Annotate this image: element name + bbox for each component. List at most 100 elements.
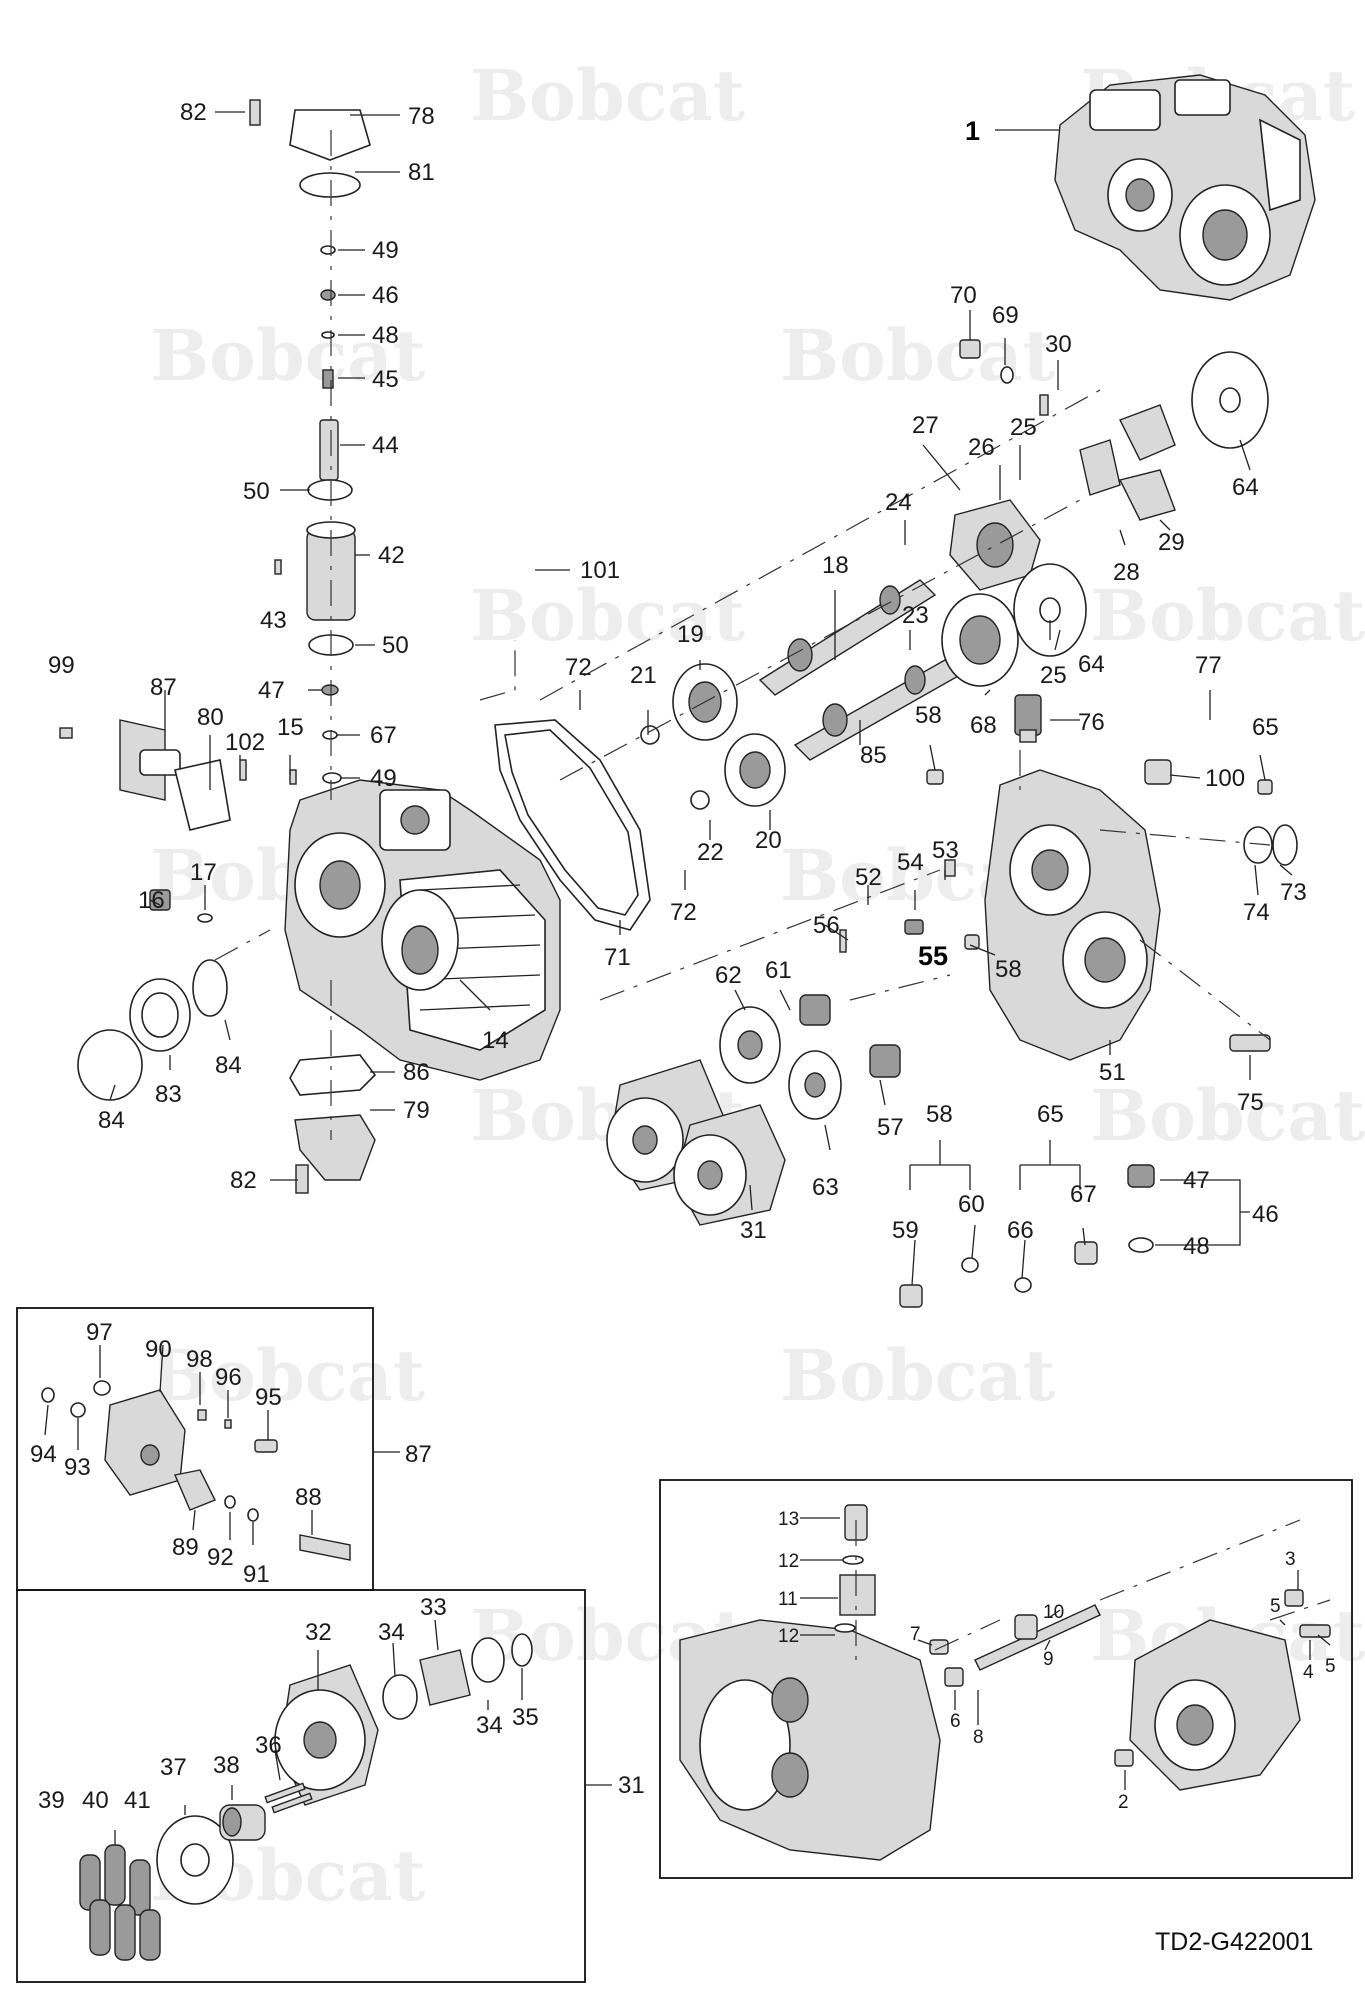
part-label: 72 [670, 899, 697, 926]
inset-rotating-group-31: 32 33 34 34 35 36 37 38 39 40 41 31 [16, 1589, 645, 1983]
part-label: 6 [950, 1711, 961, 1732]
part-label: 34 [476, 1712, 503, 1739]
part-label: 98 [186, 1346, 213, 1373]
part-label: 68 [970, 712, 997, 739]
part-label: 33 [420, 1594, 447, 1621]
part-label: 67 [1070, 1181, 1097, 1208]
part-label: 48 [372, 322, 399, 349]
part-label: 76 [1078, 709, 1105, 736]
explosion-axes [214, 130, 1271, 1140]
part-label: 90 [145, 1336, 172, 1363]
part-label: 22 [697, 839, 724, 866]
plug-assemblies [899, 1164, 1155, 1308]
bearings [640, 499, 1041, 810]
part-label: 11 [778, 1589, 798, 1610]
part-label: 25 [1010, 414, 1037, 441]
part-label: 64 [1078, 651, 1105, 678]
part-label: 66 [1007, 1217, 1034, 1244]
part-label: 96 [215, 1364, 242, 1391]
main-exploded-view: 1 82 78 81 49 46 48 45 44 50 42 43 101 5… [48, 74, 1316, 1308]
part-label: 37 [160, 1754, 187, 1781]
part-label: 32 [305, 1619, 332, 1646]
piston-group [79, 1844, 161, 1961]
part-label: 89 [172, 1534, 199, 1561]
part-label: 70 [950, 282, 977, 309]
part-label: 31 [740, 1217, 767, 1244]
part-label: 87 [150, 674, 177, 701]
part-label: 35 [512, 1704, 539, 1731]
watermark: Bobcat [150, 314, 425, 397]
part-label: 56 [813, 912, 840, 939]
watermark: Bobcat [780, 1334, 1055, 1417]
part-label: 41 [124, 1787, 151, 1814]
part-label: 40 [82, 1787, 109, 1814]
part-label: 61 [765, 957, 792, 984]
gasket [494, 719, 651, 931]
part-label: 44 [372, 432, 399, 459]
part-label: 19 [677, 621, 704, 648]
rear-cover [984, 769, 1161, 1061]
part-label: 60 [958, 1191, 985, 1218]
part-label: 20 [755, 827, 782, 854]
part-label: 5 [1270, 1596, 1281, 1617]
part-label: 102 [225, 729, 265, 756]
lower-cover [289, 1054, 377, 1194]
part-label: 14 [482, 1027, 509, 1054]
part-label: 16 [138, 887, 165, 914]
control-valve-group [59, 719, 297, 923]
part-label: 101 [580, 557, 620, 584]
part-label: 30 [1045, 331, 1072, 358]
part-label: 85 [860, 742, 887, 769]
part-label: 100 [1205, 765, 1245, 792]
part-label: 34 [378, 1619, 405, 1646]
part-label: 29 [1158, 529, 1185, 556]
part-label: 48 [1183, 1233, 1210, 1260]
part-label: 43 [260, 607, 287, 634]
watermark: Bobcat [1090, 1074, 1365, 1157]
part-label: 58 [926, 1101, 953, 1128]
part-label: 12 [778, 1626, 799, 1647]
part-label: 74 [1243, 899, 1270, 926]
part-label: 23 [902, 602, 929, 629]
part-label: 65 [1037, 1101, 1064, 1128]
part-label: 51 [1099, 1059, 1126, 1086]
part-label: 4 [1303, 1662, 1314, 1683]
part-label: 58 [995, 956, 1022, 983]
part-label: 45 [372, 366, 399, 393]
part-label: 83 [155, 1081, 182, 1108]
part-label: 81 [408, 159, 435, 186]
main-part-labels: 1 82 78 81 49 46 48 45 44 50 42 43 101 5… [48, 99, 1307, 1260]
part-label: 28 [1113, 559, 1140, 586]
watermark: Bobcat [470, 574, 745, 657]
part-label: 49 [372, 237, 399, 264]
part-label: 5 [1325, 1656, 1336, 1677]
watermark: Bobcat [150, 1334, 425, 1417]
part-label: 82 [180, 99, 207, 126]
part-label: 88 [295, 1484, 322, 1511]
part-label: 63 [812, 1174, 839, 1201]
part-label: 78 [408, 103, 435, 130]
part-label: 97 [86, 1319, 113, 1346]
part-label: 92 [207, 1544, 234, 1571]
part-label: 87 [405, 1441, 432, 1468]
part-label: 52 [855, 864, 882, 891]
part-label: 93 [64, 1454, 91, 1481]
part-label: 42 [378, 542, 405, 569]
part-label: 46 [372, 282, 399, 309]
part-label: 47 [1183, 1167, 1210, 1194]
part-label: 17 [190, 859, 217, 886]
shaft-seals [77, 959, 228, 1101]
part-label: 95 [255, 1384, 282, 1411]
part-label: 64 [1232, 474, 1259, 501]
part-label: 80 [197, 704, 224, 731]
part-label: 2 [1118, 1792, 1129, 1813]
part-label: 67 [370, 722, 397, 749]
part-label: 47 [258, 677, 285, 704]
part-label: 9 [1043, 1649, 1054, 1670]
part-label: 79 [403, 1097, 430, 1124]
part-label: 62 [715, 962, 742, 989]
part-label: 8 [973, 1727, 984, 1748]
part-label: 94 [30, 1441, 57, 1468]
part-label: 18 [822, 552, 849, 579]
